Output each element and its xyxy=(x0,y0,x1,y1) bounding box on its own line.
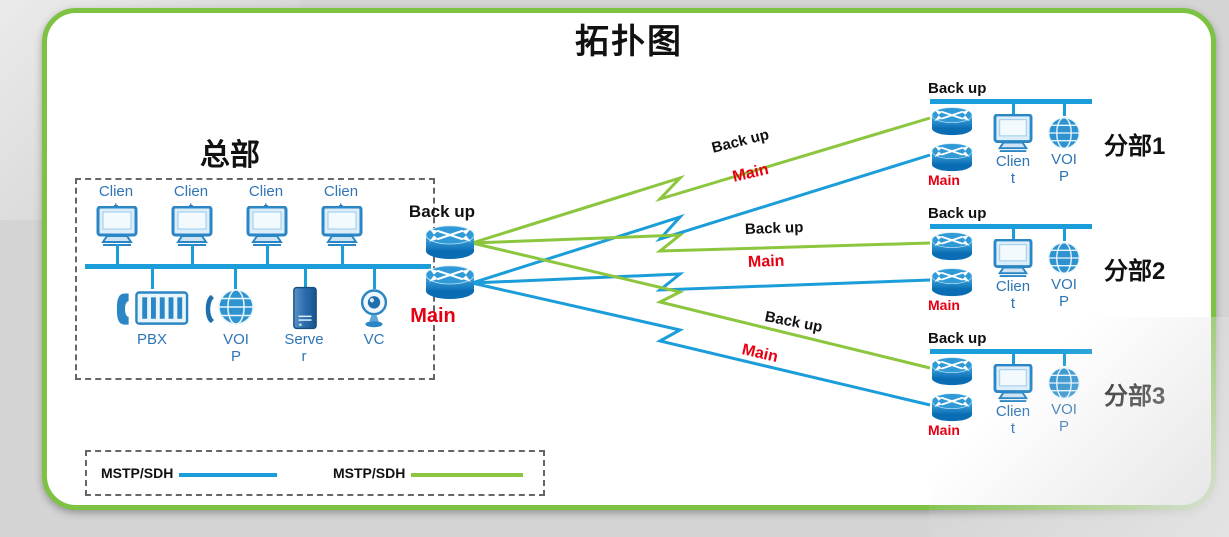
voip-label: VOIP xyxy=(1051,401,1077,435)
bus-stub xyxy=(1063,354,1066,366)
bus-stub xyxy=(304,269,307,287)
link-label-main-branch2: Main xyxy=(747,252,785,271)
bus-stub xyxy=(234,269,237,289)
vc-label: VC xyxy=(363,331,385,348)
link-main-branch2 xyxy=(471,272,931,292)
headquarters-title: 总部 xyxy=(200,139,260,172)
link-backup-branch2 xyxy=(471,233,931,253)
handset-icon xyxy=(203,294,215,324)
client-label: Client xyxy=(995,153,1031,187)
headquarters-box: Client Client Client Client PBX VOIP Ser… xyxy=(75,178,435,380)
diagram-title: 拓扑图 xyxy=(575,23,683,61)
branch-name: 分部2 xyxy=(1104,258,1166,285)
branch-main-router-icon xyxy=(930,142,974,172)
branch-lan-bus xyxy=(930,99,1092,104)
bus-stub xyxy=(266,244,269,266)
pbx-label: PBX xyxy=(136,331,167,348)
server-icon xyxy=(292,286,318,330)
core-backup-router-label: Back up xyxy=(408,202,476,221)
branch-main-router-label: Main xyxy=(928,297,960,313)
link-label-backup-branch2: Back up xyxy=(744,218,804,238)
branch-backup-router-icon xyxy=(930,356,974,386)
branch-lan-bus xyxy=(930,224,1092,229)
branch-backup-router-icon xyxy=(930,231,974,261)
link-backup-branch1 xyxy=(471,116,931,245)
branch-main-router-icon xyxy=(930,392,974,422)
legend-box: MSTP/SDH MSTP/SDH xyxy=(85,450,545,496)
bus-stub xyxy=(191,244,194,266)
client-computer-icon xyxy=(320,206,364,246)
voip-globe-icon xyxy=(1047,241,1081,275)
bus-stub xyxy=(151,269,154,289)
branch-backup-router-label: Back up xyxy=(928,205,987,222)
bus-stub xyxy=(1012,229,1015,241)
client-label: Client xyxy=(995,403,1031,437)
branch-backup-router-label: Back up xyxy=(928,330,987,347)
client-computer-icon xyxy=(245,206,289,246)
pbx-icon xyxy=(115,290,189,330)
server-label: Server xyxy=(284,331,324,365)
voip-globe-icon xyxy=(1047,116,1081,150)
client-label: Client xyxy=(995,278,1031,312)
bus-stub xyxy=(1063,104,1066,116)
branch-backup-router-icon xyxy=(930,106,974,136)
legend-line-green xyxy=(411,473,523,477)
voip-globe-icon xyxy=(217,288,255,326)
video-camera-icon xyxy=(355,288,393,330)
branch-2-group: Back up Main Client VOIP 分部2 xyxy=(920,205,1220,321)
branch-main-router-label: Main xyxy=(928,422,960,438)
bus-stub xyxy=(341,244,344,266)
branch-main-router-icon xyxy=(930,267,974,297)
bus-stub xyxy=(1063,229,1066,241)
link-backup-branch3 xyxy=(471,241,931,370)
branch-3-group: Back up Main Client VOIP 分部3 xyxy=(920,330,1220,446)
link-main-branch3 xyxy=(471,281,931,407)
client-computer-icon xyxy=(992,239,1034,277)
bus-stub xyxy=(1012,104,1015,116)
voip-label: VOIP xyxy=(1051,276,1077,310)
voip-label: VOIP xyxy=(1051,151,1077,185)
branch-lan-bus xyxy=(930,349,1092,354)
client-computer-icon xyxy=(95,206,139,246)
bus-stub xyxy=(1012,354,1015,366)
hq-lan-bus xyxy=(85,264,431,269)
branch-name: 分部1 xyxy=(1104,133,1166,160)
link-main-branch1 xyxy=(471,153,931,285)
bus-stub xyxy=(116,244,119,266)
legend-label-mstp-sdh-blue: MSTP/SDH xyxy=(101,465,174,481)
branch-main-router-label: Main xyxy=(928,172,960,188)
branch-backup-router-label: Back up xyxy=(928,80,987,97)
core-main-router-icon xyxy=(424,264,476,300)
client-computer-icon xyxy=(992,114,1034,152)
voip-label: VOIP xyxy=(223,331,249,365)
branch-name: 分部3 xyxy=(1104,383,1166,410)
bus-stub xyxy=(373,269,376,289)
voip-globe-icon xyxy=(1047,366,1081,400)
branch-1-group: Back up Main Client VOIP 分部1 xyxy=(920,80,1220,196)
legend-label-mstp-sdh-green: MSTP/SDH xyxy=(333,465,406,481)
legend-line-blue xyxy=(179,473,277,477)
client-computer-icon xyxy=(170,206,214,246)
core-backup-router-icon xyxy=(424,224,476,260)
client-computer-icon xyxy=(992,364,1034,402)
core-main-router-label: Main xyxy=(410,305,456,327)
